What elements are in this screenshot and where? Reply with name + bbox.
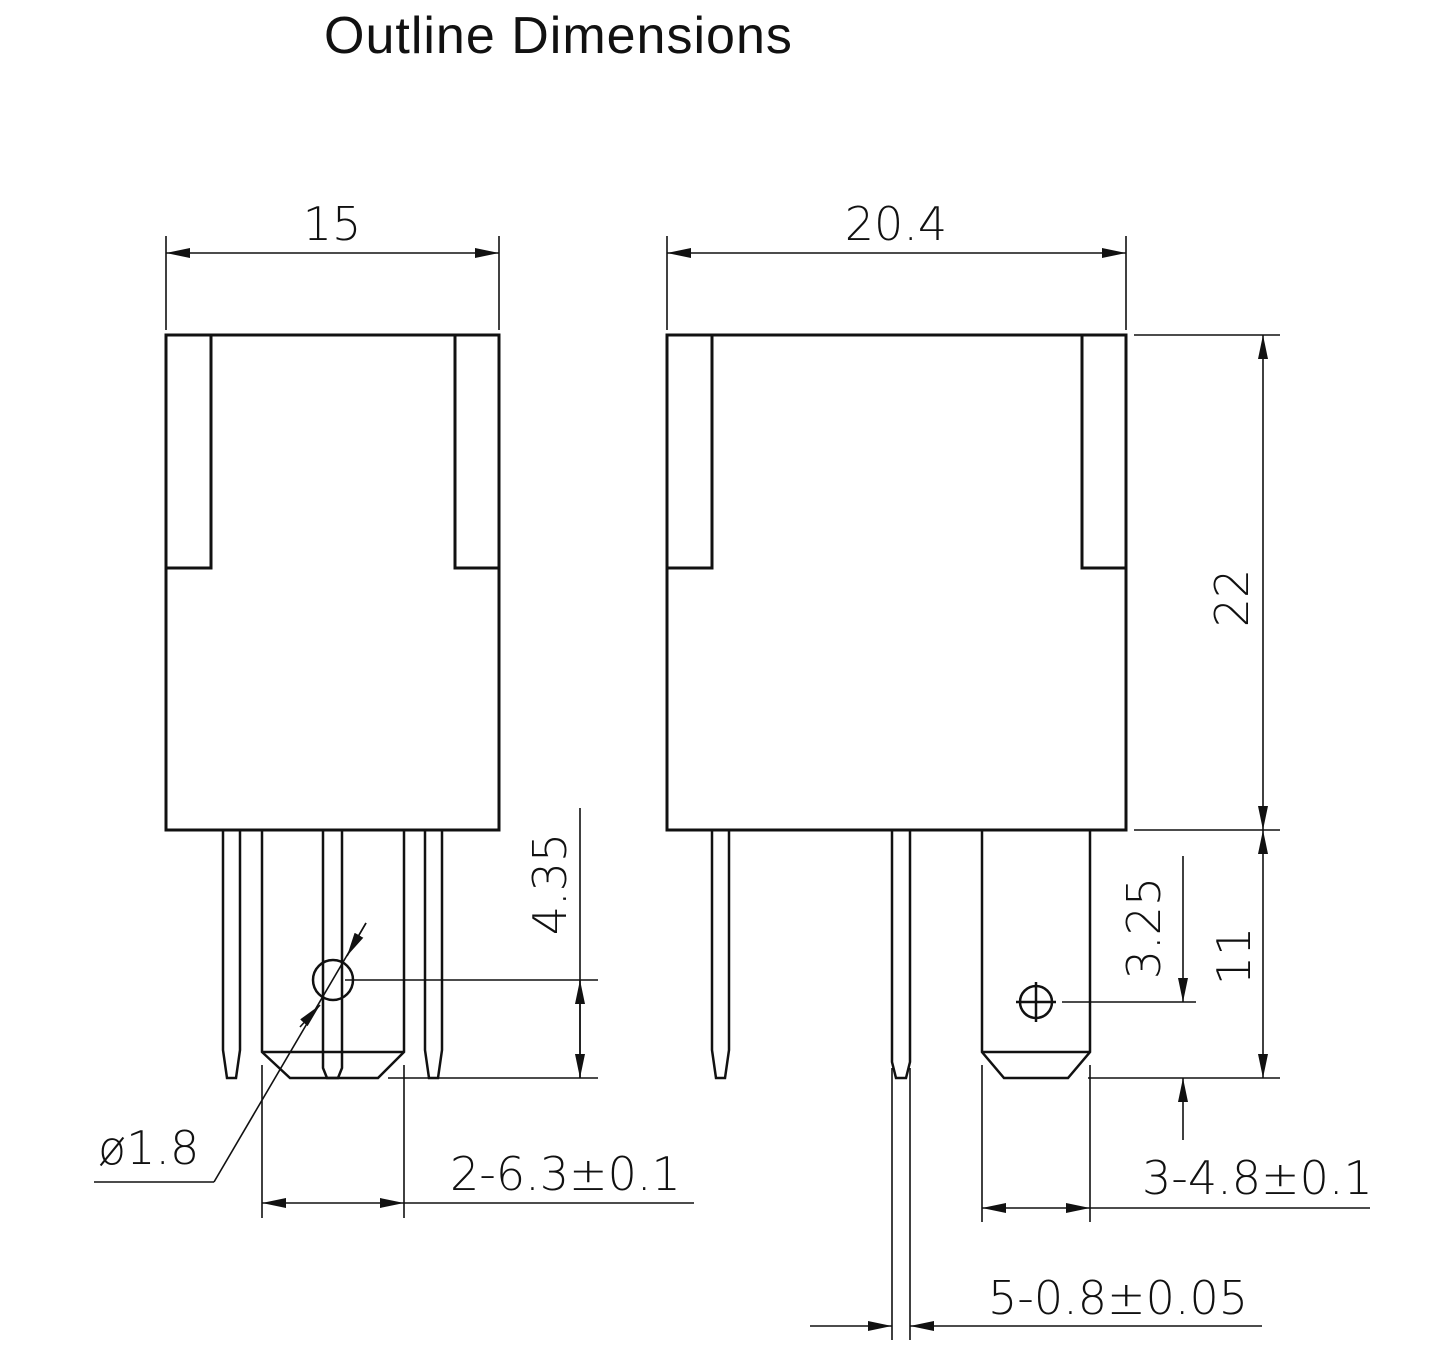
dim-label-63: 2-6.3±0.1: [450, 1147, 681, 1201]
side-terminals: [710, 830, 1092, 1080]
front-view: [94, 236, 694, 1218]
side-mid-terminal: [980, 830, 1092, 1080]
side-pin-left: [710, 830, 731, 1080]
side-pin-thin: [890, 830, 912, 1080]
dim-label-15: 15: [303, 197, 362, 251]
page-title: Outline Dimensions: [324, 7, 793, 65]
front-terminals: [221, 830, 444, 1080]
front-pin-center: [321, 830, 344, 1080]
front-dim-lines: [94, 236, 694, 1218]
side-dim-lines: [666, 236, 1370, 1340]
leader-diameter: [213, 922, 367, 1183]
dim-label-diameter: ø1.8: [98, 1121, 199, 1175]
front-body: [164, 333, 501, 832]
dim-label-48: 3-4.8±0.1: [1142, 1151, 1373, 1205]
side-right-slot: [1080, 335, 1126, 570]
dim-label-204: 20.4: [845, 197, 947, 251]
dim-label-08: 5-0.8±0.05: [988, 1271, 1248, 1325]
dim-label-435: 4.35: [523, 833, 577, 935]
dim-label-22: 22: [1205, 569, 1259, 628]
side-body: [665, 333, 1128, 832]
front-wide-terminal: [260, 830, 406, 1080]
side-view: [665, 236, 1370, 1340]
front-pin-right: [423, 830, 444, 1080]
side-left-slot: [667, 335, 714, 570]
front-left-slot: [166, 335, 213, 570]
front-right-slot: [453, 335, 499, 570]
dim-label-325: 3.25: [1117, 877, 1171, 979]
dim-label-11: 11: [1207, 927, 1261, 986]
front-pin-left: [221, 830, 242, 1080]
